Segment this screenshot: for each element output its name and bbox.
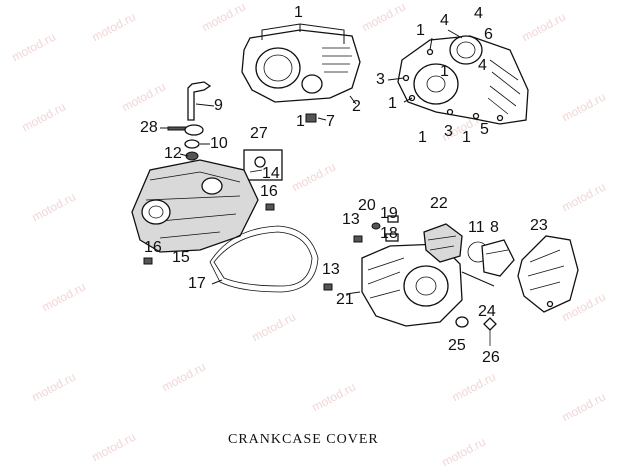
callout-1: 1 bbox=[462, 129, 471, 146]
callout-3: 3 bbox=[444, 123, 453, 140]
callout-6: 6 bbox=[484, 26, 493, 43]
callout-5: 5 bbox=[480, 121, 489, 138]
callout-20: 20 bbox=[358, 197, 376, 214]
small-parts-left bbox=[160, 81, 283, 181]
callout-18: 18 bbox=[380, 225, 398, 242]
callout-4: 4 bbox=[474, 5, 483, 22]
callout-16: 16 bbox=[144, 239, 162, 256]
callout-28: 28 bbox=[140, 119, 158, 136]
right-crankcase-cover bbox=[387, 29, 529, 125]
callout-24: 24 bbox=[478, 303, 496, 320]
sprocket-cover bbox=[517, 235, 579, 313]
callout-11: 11 bbox=[468, 219, 485, 236]
callout-12: 12 bbox=[164, 145, 182, 162]
callout-23: 23 bbox=[530, 217, 548, 234]
generator-cover bbox=[323, 215, 463, 327]
callout-15: 15 bbox=[172, 249, 190, 266]
callout-8: 8 bbox=[490, 219, 499, 236]
callout-4: 4 bbox=[440, 12, 449, 29]
callout-1: 1 bbox=[440, 63, 449, 80]
callout-1: 1 bbox=[416, 22, 425, 39]
callout-1: 1 bbox=[418, 129, 427, 146]
callout-3: 3 bbox=[376, 71, 385, 88]
callout-1: 1 bbox=[388, 95, 397, 112]
callout-21: 21 bbox=[336, 291, 354, 308]
callout-19: 19 bbox=[380, 205, 398, 222]
callout-27: 27 bbox=[250, 125, 268, 142]
callout-4: 4 bbox=[478, 57, 487, 74]
oil-pump-parts bbox=[423, 223, 515, 346]
callout-9: 9 bbox=[214, 97, 223, 114]
callout-13: 13 bbox=[322, 261, 340, 278]
crankcase-gasket bbox=[209, 225, 319, 293]
callout-13: 13 bbox=[342, 211, 360, 228]
callout-16: 16 bbox=[260, 183, 278, 200]
clutch-cover-top bbox=[241, 23, 361, 123]
diagram-caption: CRANKCASE COVER bbox=[228, 432, 379, 447]
callout-2: 2 bbox=[352, 98, 361, 115]
callout-7: 7 bbox=[326, 113, 335, 130]
callout-14: 14 bbox=[262, 165, 280, 182]
callout-25: 25 bbox=[448, 337, 466, 354]
left-crankcase-cover bbox=[131, 159, 275, 265]
callout-10: 10 bbox=[210, 135, 228, 152]
callout-1: 1 bbox=[296, 113, 305, 130]
callout-26: 26 bbox=[482, 349, 500, 366]
callout-17: 17 bbox=[188, 275, 206, 292]
callout-22: 22 bbox=[430, 195, 448, 212]
callout-1: 1 bbox=[294, 4, 303, 21]
